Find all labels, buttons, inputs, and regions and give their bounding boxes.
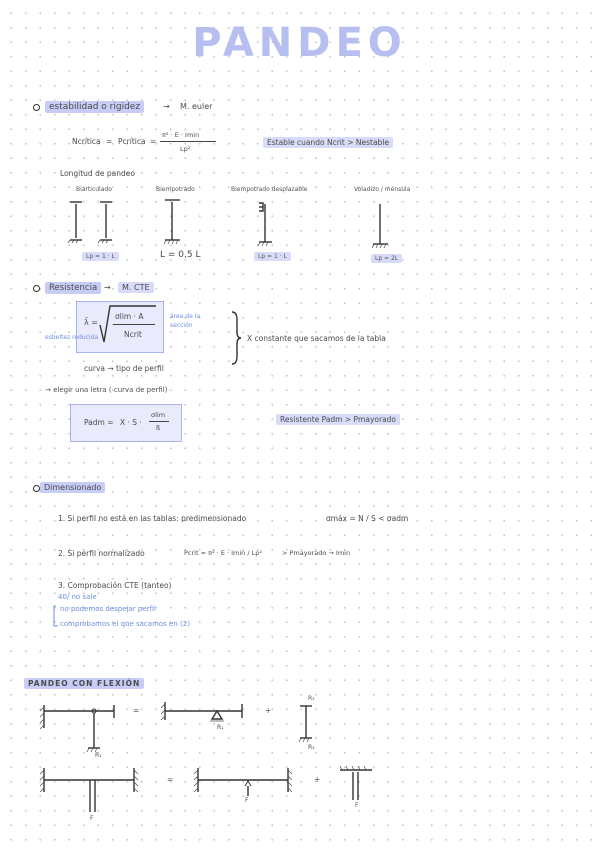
section-heading-dimensionado: Dimensionado (40, 482, 106, 493)
arrow-icon: → (104, 283, 111, 292)
lp-value-2: L = 0,5 L (160, 250, 201, 260)
longitud-heading: Longitud de pandeo (60, 169, 135, 178)
formula-denominator: Lp² (180, 145, 191, 153)
plus-sign: + (265, 706, 272, 715)
dim-step-3: 3. Comprobación CTE (tanteo) (58, 581, 172, 590)
padm-numerator: σlim (151, 411, 166, 419)
column-diagram-voladizo (371, 204, 388, 249)
plus-sign-2: + (314, 775, 321, 784)
formula-lhs: Ncrítica (72, 137, 101, 146)
lp-value-4: Lp = 2L (371, 254, 403, 263)
reaction-r3: R₃ (308, 695, 315, 702)
page-title: PANDEO (192, 20, 407, 66)
support-label-1: Biarticulado (76, 186, 112, 193)
diagram-beam-pinned (160, 702, 243, 722)
method-label-euler: M. euler (180, 102, 213, 111)
equals-sign: = (133, 706, 140, 715)
fraction-bar (149, 421, 169, 422)
diagram-beam-column (39, 705, 115, 753)
dim-step-3b: no podemos despejar perfil (60, 605, 156, 613)
dim-step-1-formula: σmáx = N / S < σadm (326, 514, 409, 523)
equals-sign-2: = (167, 775, 174, 784)
dim-step-3a: 40/ no sale (58, 593, 97, 601)
dim-step-3c: comprobamos el que sacamos en (2) (60, 620, 190, 628)
diagram-frame-fixed (39, 768, 139, 812)
lambda-denominator: Ncrit (124, 330, 142, 339)
column-diagram-biarticulado (67, 201, 112, 244)
support-label-2: Biempotrado (156, 186, 195, 193)
fraction-bar (113, 324, 155, 325)
note-area: área de la sección (170, 313, 201, 329)
lambda-formula-box (76, 301, 164, 353)
bullet-icon (33, 285, 40, 292)
padm-lhs: Padm = (84, 418, 114, 427)
lp-value-3: Lp = 1 · L (254, 252, 291, 261)
method-label-cte: M. CTE (118, 282, 154, 293)
formula-numerator: π² · E · Imin (162, 131, 200, 139)
padm-formula-box (70, 404, 182, 442)
dim-step-1: 1. Si perfil no está en las tablas: pred… (58, 514, 247, 523)
bullet-icon (33, 104, 40, 111)
section-heading-pandeo-flexion: PANDEO CON FLEXIÓN (24, 678, 145, 689)
dim-step-2-formula: Pcrit = π² · E · Imin / Lp² (184, 549, 262, 557)
formula-pcrit: Pcrítica (118, 137, 146, 146)
section-heading-resistencia: Resistencia (45, 282, 102, 294)
diagram-beam-force (193, 768, 293, 796)
force-label-2: F (245, 797, 249, 804)
note-esbeltez: esbeltez reducida (45, 334, 99, 341)
arrow-icon: → (163, 102, 170, 111)
force-label-1: F (90, 815, 94, 822)
lambda-symbol: λ̄ = (84, 318, 98, 327)
reaction-r1b: R₁ (217, 724, 224, 731)
support-label-3: Biempotrado desplazable (231, 186, 308, 193)
curva-note: curva → tipo de perfil (84, 364, 164, 373)
chi-description: X constante que sacamos de la tabla (247, 334, 386, 343)
reaction-r2: R₂ (308, 744, 315, 751)
column-diagram-biempotrado (163, 199, 180, 245)
section-heading-estabilidad: estabilidad o rigidez (45, 101, 145, 113)
dim-step-2-tail: > Pmayorado → Imin (282, 549, 351, 557)
force-label-3: F (355, 802, 359, 809)
bullet-icon (33, 485, 40, 492)
padm-mid: X · S · (120, 418, 142, 427)
column-diagram-desplazable (257, 202, 272, 247)
support-label-4: Voladizo / ménsula (354, 186, 411, 193)
lp-value-1: Lp = 1 · L (82, 252, 119, 261)
resistente-condition: Resistente Padm > Pmayorado (276, 414, 401, 425)
diagram-column-R2 (298, 705, 312, 743)
stable-condition: Estable cuando Ncrit > Nestable (263, 137, 394, 148)
formula-eq2: = (150, 137, 157, 146)
diagram-column-force (339, 765, 372, 800)
dim-step-2: 2. Si perfil normalizado (58, 549, 145, 558)
reaction-r1: R₁ (95, 752, 102, 759)
formula-eq: = (106, 137, 113, 146)
lambda-numerator: σlim · A (115, 312, 144, 321)
padm-denominator: ß (156, 424, 161, 432)
elegir-note: → elegir una letra ( curva de perfil) (45, 386, 168, 394)
fraction-bar (160, 141, 216, 142)
